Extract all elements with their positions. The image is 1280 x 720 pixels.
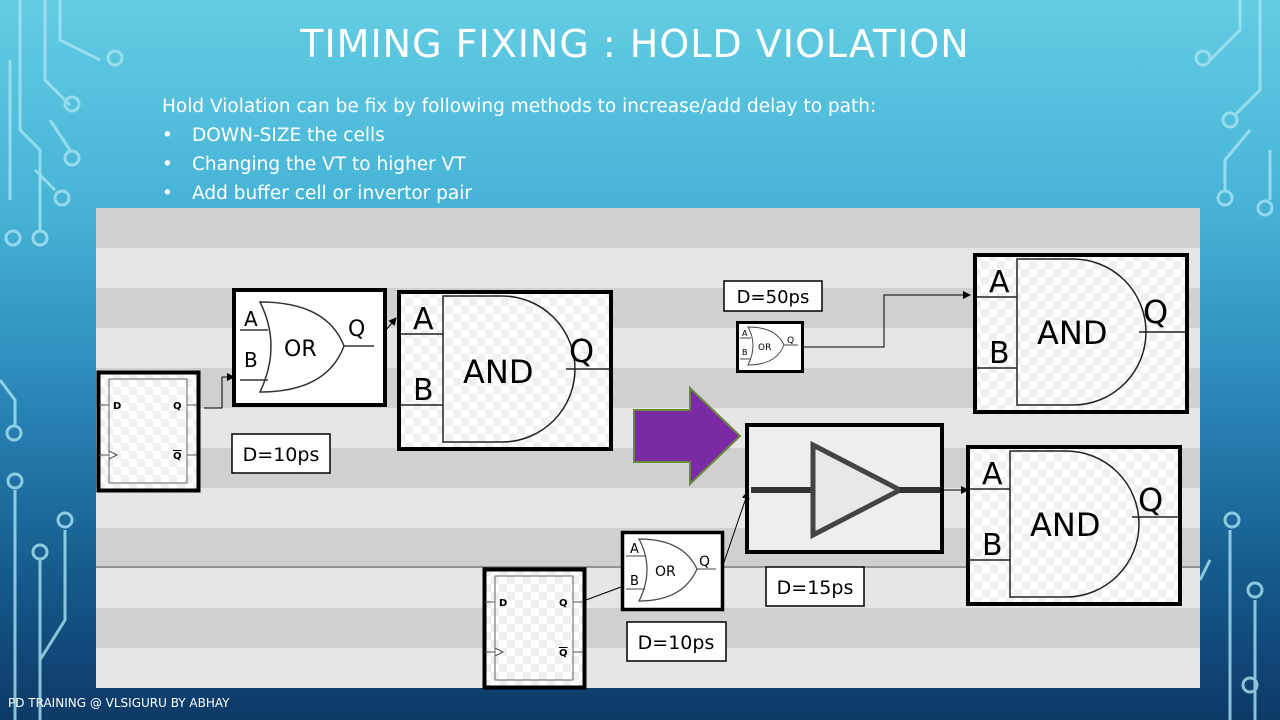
- input-b-label: B: [742, 348, 748, 357]
- input-b-label: B: [413, 373, 434, 408]
- input-a-label: A: [989, 265, 1010, 300]
- bullet-item: Changing the VT to higher VT: [162, 150, 876, 179]
- delay-label-buffer: D=15ps: [765, 566, 865, 607]
- transform-arrow-icon: [633, 385, 742, 487]
- delay-text: D=10ps: [243, 444, 320, 466]
- and-label: AND: [1037, 314, 1107, 352]
- bullet-list: Hold Violation can be fix by following m…: [162, 92, 876, 208]
- input-b-label: B: [982, 528, 1003, 563]
- output-q-label: Q: [1143, 293, 1168, 331]
- input-a-label: A: [413, 302, 434, 337]
- intro-text: Hold Violation can be fix by following m…: [162, 96, 877, 117]
- delay-label-small-or: D=50ps: [723, 280, 823, 312]
- or-gate-1: A B Q OR: [232, 288, 387, 407]
- and-label: AND: [1030, 506, 1100, 544]
- input-a-label: A: [742, 329, 748, 338]
- output-q-label: Q: [1138, 481, 1163, 519]
- input-a-label: A: [982, 457, 1003, 492]
- delay-text: D=50ps: [737, 287, 810, 308]
- buffer-cell: [745, 423, 944, 554]
- and-gate-3: A B Q AND: [966, 445, 1182, 606]
- flip-flop-1: D Q Q: [96, 370, 201, 493]
- or-label: OR: [758, 343, 771, 353]
- output-q-label: Q: [569, 332, 594, 370]
- flip-flop-2: D Q Q: [482, 567, 587, 690]
- output-q-label: Q: [348, 317, 365, 342]
- or-gate-2: A B Q OR: [620, 530, 725, 612]
- or-label: OR: [284, 337, 317, 362]
- input-a-label: A: [244, 307, 258, 331]
- bullet-item: DOWN-SIZE the cells: [162, 121, 876, 150]
- qbar-pin-label: Q: [173, 451, 182, 462]
- wires: [204, 291, 971, 601]
- and-gate-1: A B Q AND: [397, 290, 613, 451]
- delay-label-or-1: D=10ps: [231, 433, 331, 474]
- and-gate-2: A B Q AND: [973, 253, 1189, 414]
- d-pin-label: D: [113, 401, 121, 412]
- q-pin-label: Q: [559, 598, 568, 609]
- output-q-label: Q: [787, 336, 794, 346]
- input-a-label: A: [630, 542, 639, 557]
- input-b-label: B: [630, 574, 639, 589]
- q-pin-label: Q: [173, 401, 182, 412]
- and-label: AND: [463, 353, 533, 391]
- or-label: OR: [655, 564, 676, 580]
- input-b-label: B: [244, 348, 258, 372]
- d-pin-label: D: [499, 598, 507, 609]
- qbar-pin-label: Q: [559, 648, 568, 659]
- delay-text: D=15ps: [777, 577, 854, 599]
- bullet-item: Add buffer cell or invertor pair: [162, 179, 876, 208]
- slide-title: TIMING FIXING : HOLD VIOLATION: [300, 22, 970, 66]
- delay-label-or-2: D=10ps: [626, 621, 727, 662]
- output-q-label: Q: [699, 554, 710, 570]
- or-gate-downsized: A B Q OR: [736, 321, 804, 373]
- input-b-label: B: [989, 336, 1010, 371]
- footer-text: PD TRAINING @ VLSIGURU BY ABHAY: [8, 696, 230, 710]
- delay-text: D=10ps: [638, 632, 715, 654]
